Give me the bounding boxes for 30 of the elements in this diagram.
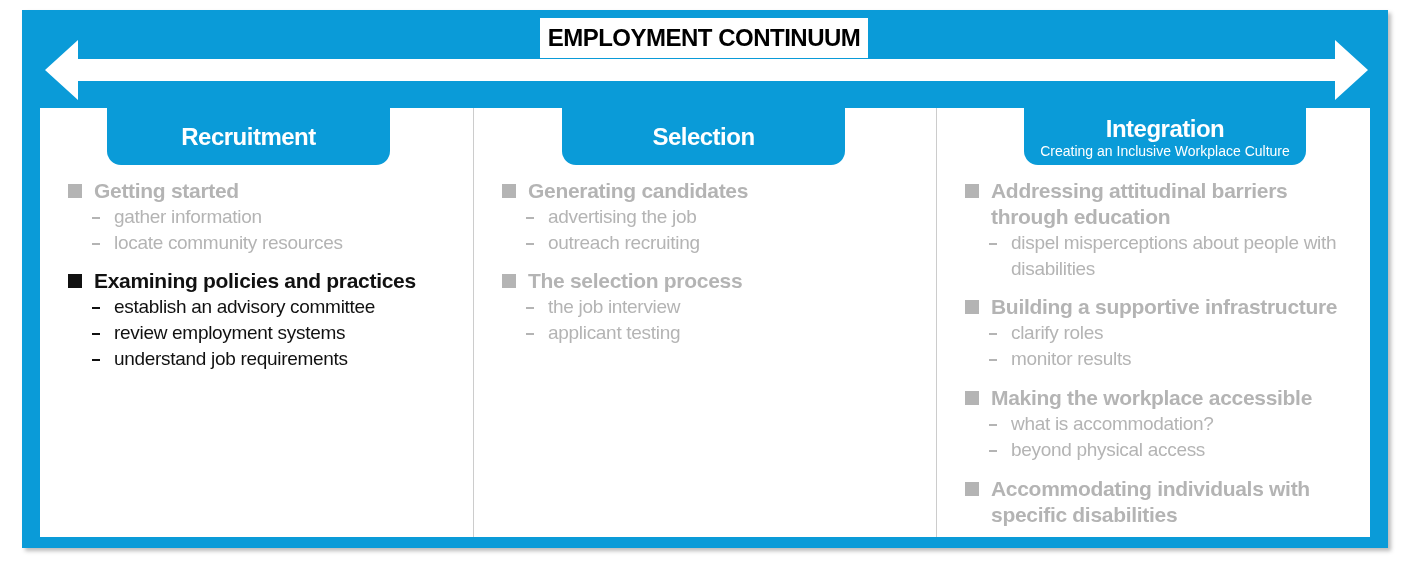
list-item: outreach recruiting <box>548 232 700 253</box>
section-heading: Building a supportive infrastructure <box>991 295 1338 318</box>
list-item: the job interview <box>548 296 681 317</box>
list-item: dispel misperceptions about people with disabilities <box>1011 232 1337 279</box>
section-heading: The selection process <box>528 269 743 292</box>
section-heading: Making the workplace accessible <box>991 386 1312 409</box>
list-item: monitor results <box>1011 348 1132 369</box>
column-heading: Integration <box>1104 114 1226 143</box>
section-heading: Getting started <box>94 179 239 202</box>
list-item: establish an advisory committee <box>114 296 376 317</box>
list-item: applicant testing <box>548 322 681 343</box>
column-heading: Recruitment <box>180 122 317 151</box>
column-panel <box>40 108 474 537</box>
list-item: locate community resources <box>114 232 343 253</box>
column-heading: Selection <box>651 122 756 151</box>
list-item: clarify roles <box>1011 322 1104 343</box>
column-panel <box>937 108 1370 537</box>
section-heading: Addressing attitudinal barriers through education <box>991 179 1288 228</box>
column-subheading: Creating an Inclusive Workplace Culture <box>1039 142 1291 159</box>
list-item: gather information <box>114 206 262 227</box>
list-item: advertising the job <box>548 206 697 227</box>
list-item: beyond physical access <box>1011 439 1206 460</box>
section-heading: Accommodating individuals with specific disabilities <box>991 477 1310 526</box>
column-panel <box>474 108 937 537</box>
list-item: review employment systems <box>114 322 346 343</box>
list-item: what is accommodation? <box>1011 413 1214 434</box>
section-heading: Generating candidates <box>528 179 749 202</box>
title-label: EMPLOYMENT CONTINUUM <box>540 18 868 58</box>
section-heading: Examining policies and practices <box>94 269 416 292</box>
list-item: understand job requirements <box>114 348 348 369</box>
